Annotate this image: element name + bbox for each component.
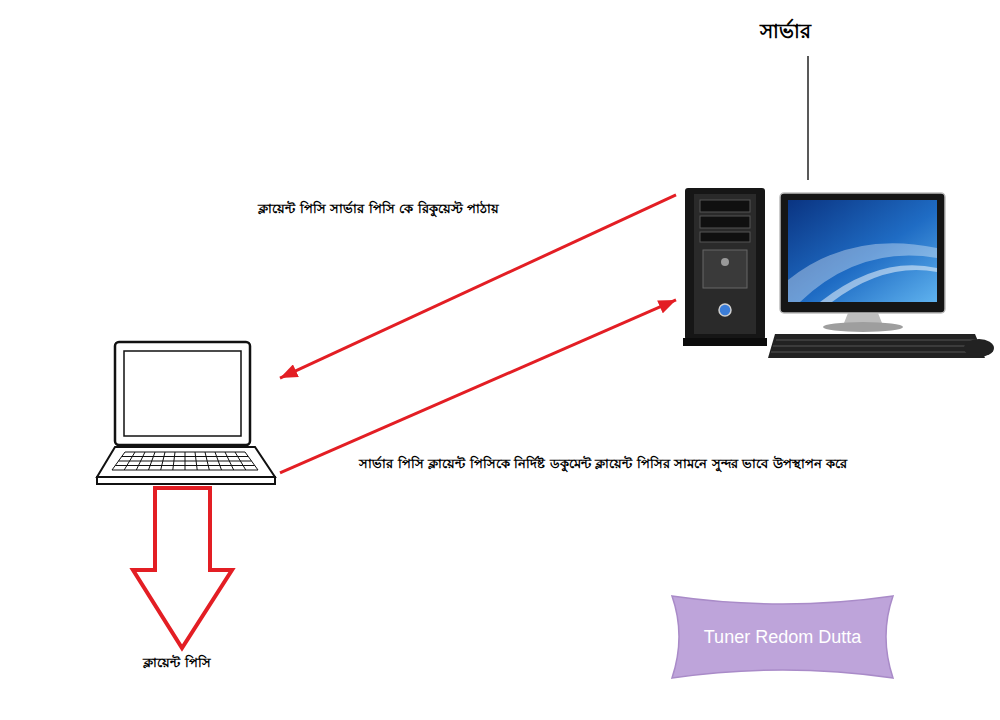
- hollow-arrow: [133, 488, 232, 648]
- request-arrow: [280, 195, 676, 378]
- server-keyboard: [768, 334, 985, 358]
- request-arrow: [280, 300, 676, 473]
- node-caption: ক্লায়েন্ট পিসি: [143, 653, 211, 674]
- laptop: [97, 342, 275, 484]
- server-tower: [683, 188, 767, 346]
- server-node: সার্ভার: [676, 8, 998, 364]
- client-node: ক্লায়েন্ট পিসি: [92, 338, 280, 678]
- server-monitor: [780, 193, 945, 332]
- edge-label: সার্ভার পিসি ক্লায়েন্ট পিসিকে নির্দিষ্ট…: [356, 454, 850, 474]
- node-title: সার্ভার: [760, 16, 811, 49]
- edge-label: ক্লায়েন্ট পিসি সার্ভার পিসি কে রিকুয়েস…: [255, 199, 502, 219]
- server-mouse: [964, 339, 994, 357]
- leader-line: [807, 56, 809, 180]
- watermark-banner: [672, 596, 893, 678]
- watermark: Tuner Redom Dutta: [672, 596, 893, 678]
